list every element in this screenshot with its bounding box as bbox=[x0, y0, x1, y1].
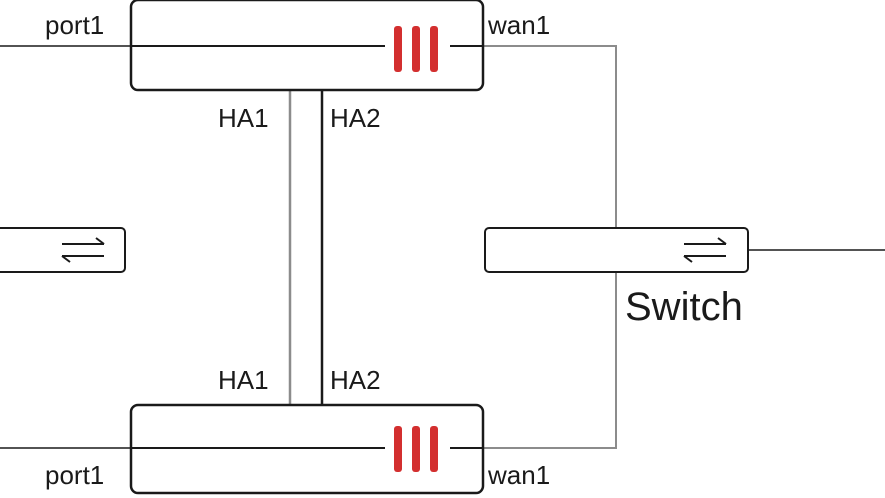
top-ha2-label: HA2 bbox=[330, 103, 381, 133]
fortigate-logo-icon bbox=[394, 426, 438, 472]
bottom-ha2-label: HA2 bbox=[330, 365, 381, 395]
switch-label: Switch bbox=[625, 285, 743, 329]
bottom-port1-label: port1 bbox=[45, 460, 104, 490]
bottom-firewall-device[interactable] bbox=[129, 403, 485, 495]
left-switch[interactable] bbox=[0, 227, 126, 273]
top-firewall-device[interactable] bbox=[129, 0, 485, 92]
top-wan1-label: wan1 bbox=[487, 10, 550, 40]
bottom-ha1-label: HA1 bbox=[218, 365, 269, 395]
top-port1-label: port1 bbox=[45, 10, 104, 40]
top-ha1-label: HA1 bbox=[218, 103, 269, 133]
fortigate-logo-icon bbox=[394, 26, 438, 72]
bidirectional-arrows-icon bbox=[61, 237, 105, 263]
right-switch[interactable] bbox=[484, 227, 749, 273]
bidirectional-arrows-icon bbox=[683, 237, 727, 263]
bottom-wan1-label: wan1 bbox=[487, 460, 550, 490]
link-bottom-wan1-to-switch bbox=[483, 272, 617, 449]
link-top-wan1-to-switch bbox=[483, 45, 617, 228]
